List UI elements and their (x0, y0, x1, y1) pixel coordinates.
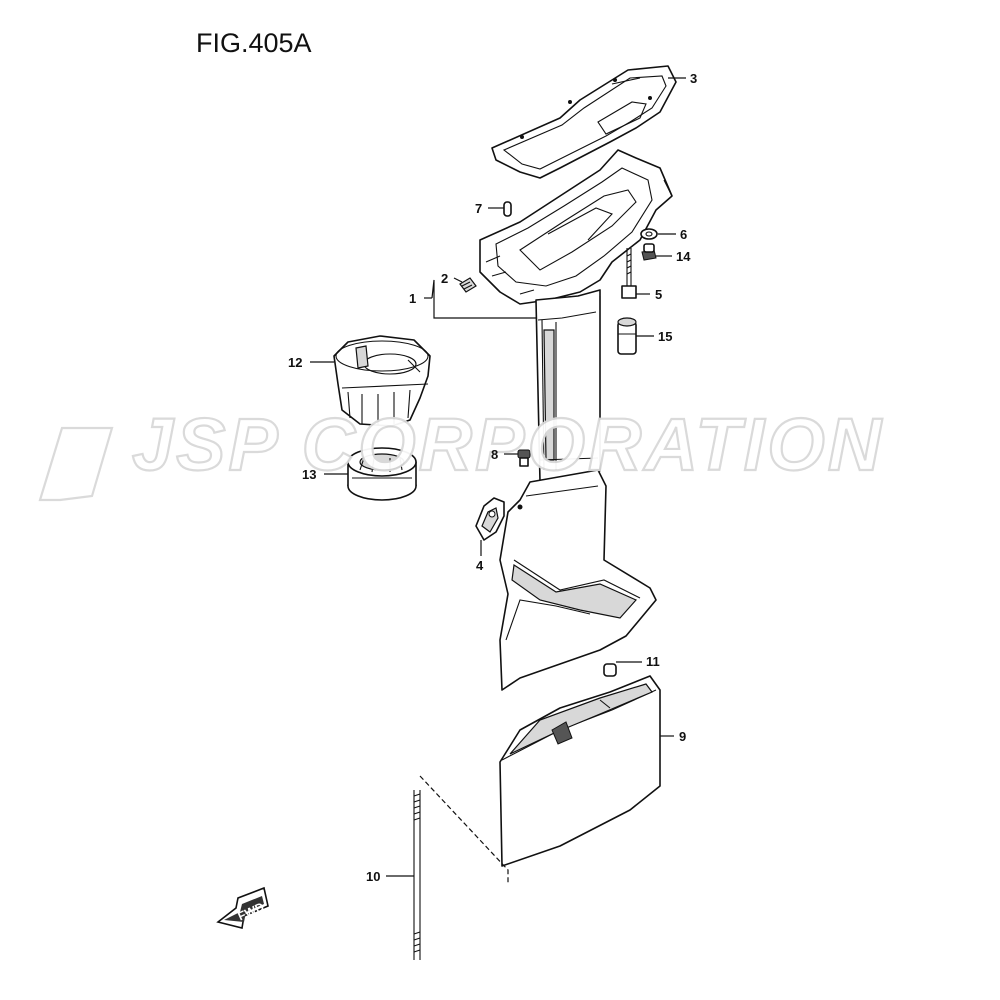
part-6-washer (640, 228, 658, 240)
callout-2: 2 (441, 271, 448, 286)
callout-12: 12 (288, 355, 302, 370)
callout-8: 8 (491, 447, 498, 462)
callout-labels: 1 2 3 4 5 6 7 8 9 10 11 12 13 14 15 (288, 71, 697, 884)
callout-14: 14 (676, 249, 691, 264)
callout-10: 10 (366, 869, 380, 884)
callout-4: 4 (476, 558, 484, 573)
callout-11: 11 (646, 654, 660, 669)
callout-6: 6 (680, 227, 687, 242)
callout-9: 9 (679, 729, 686, 744)
fwd-arrow-icon: FWD (216, 886, 269, 929)
part-13-mount-ring (347, 447, 417, 501)
callout-13: 13 (302, 467, 316, 482)
callout-7: 7 (475, 201, 482, 216)
watermark-text: JSP CORPORATION (132, 403, 884, 486)
callout-5: 5 (655, 287, 662, 302)
callout-1: 1 (409, 291, 416, 306)
leader-lines (310, 77, 686, 877)
part-5-bolt (621, 248, 637, 299)
part-7-dowel-pin (503, 201, 512, 217)
part-3-gasket (491, 65, 677, 179)
part-1-drive-shaft-housing (479, 149, 673, 691)
part-4-anode (475, 497, 505, 541)
figure-title: FIG.405A (196, 28, 312, 58)
part-14-drain-plug (641, 243, 657, 261)
part-9-cover (499, 675, 661, 867)
part-12-mount-cover (333, 335, 431, 427)
part-15-grommet (617, 317, 637, 355)
callout-15: 15 (658, 329, 672, 344)
part-2-plug (459, 277, 477, 293)
watermark: JSP CORPORATION (38, 402, 884, 502)
callout-3: 3 (690, 71, 697, 86)
part-10-stud-bolt (413, 775, 509, 960)
part-11-plug (603, 663, 617, 677)
